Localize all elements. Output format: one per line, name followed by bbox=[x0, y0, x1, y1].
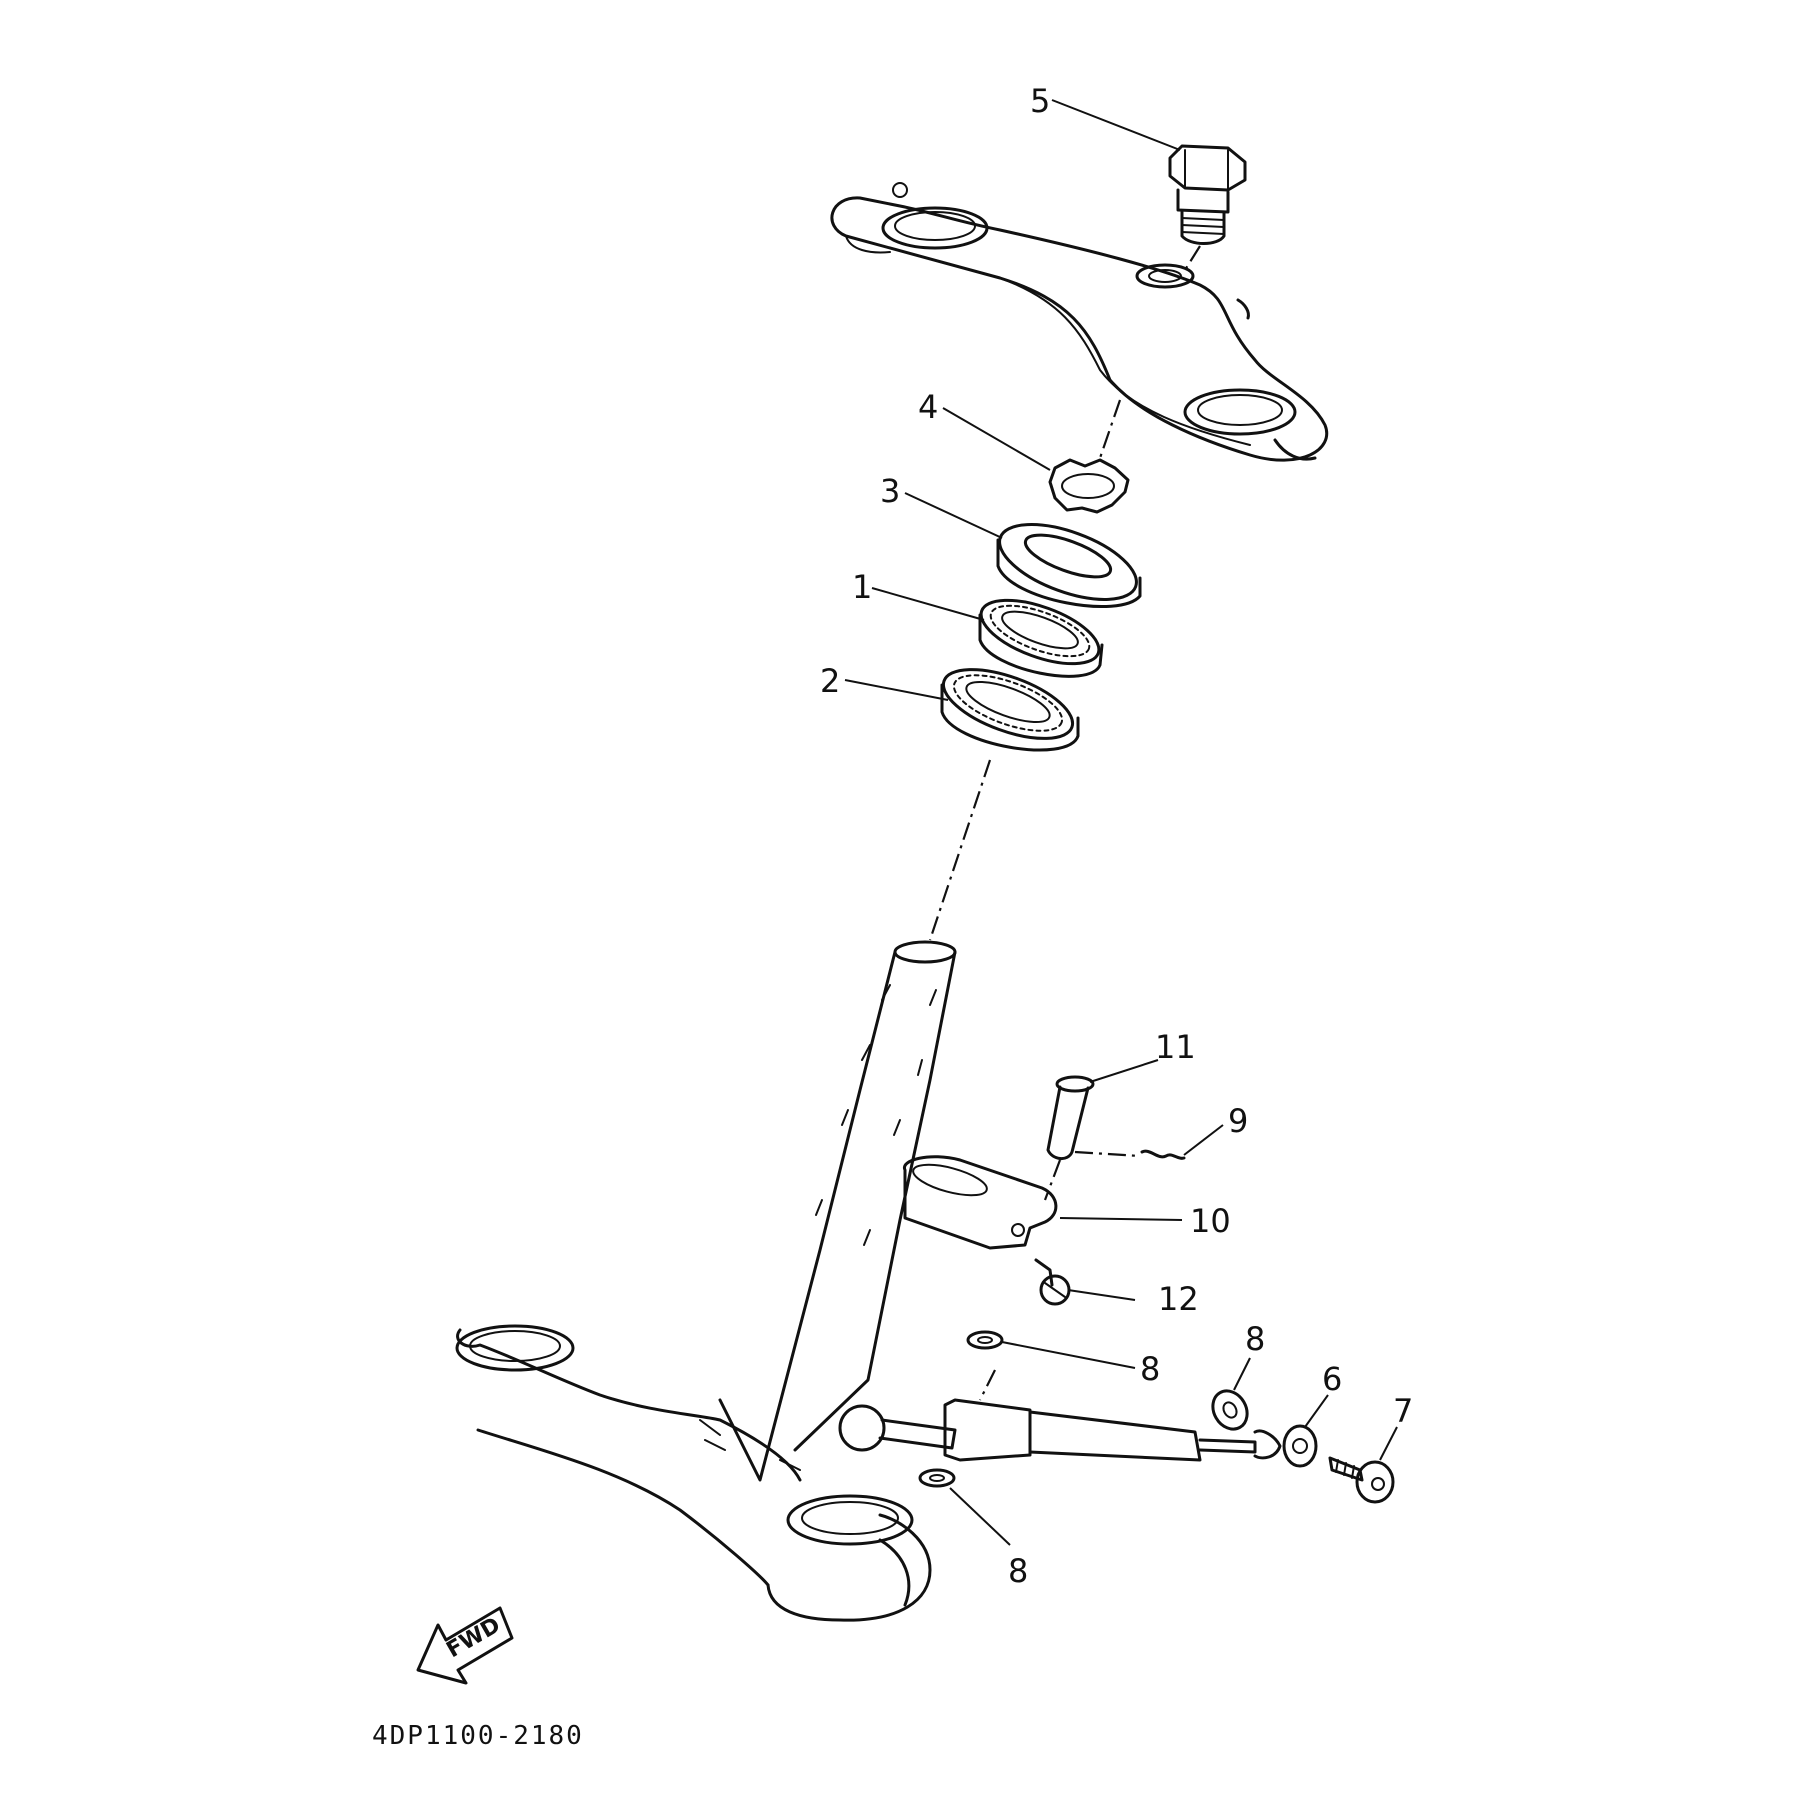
part-10-clamp bbox=[903, 1155, 1058, 1250]
part-11-pin bbox=[1043, 1075, 1095, 1201]
callout-8-upper: 8 bbox=[1140, 1350, 1160, 1388]
leader-lines bbox=[844, 99, 1398, 1546]
part-5-bolt bbox=[1168, 144, 1247, 271]
part-6-nut bbox=[1253, 1424, 1318, 1468]
fwd-label: FWD bbox=[443, 1613, 505, 1663]
part-2-bearing bbox=[928, 668, 1080, 941]
diagram-code: 4DP1100-2180 bbox=[372, 1721, 584, 1751]
part-12-screw bbox=[1034, 1258, 1071, 1306]
steering-damper bbox=[838, 1369, 1257, 1462]
callout-3: 3 bbox=[880, 472, 900, 510]
callout-7: 7 bbox=[1393, 1392, 1413, 1430]
callout-2: 2 bbox=[820, 662, 840, 700]
callout-5: 5 bbox=[1030, 82, 1050, 120]
washer-8-upper bbox=[966, 1330, 1004, 1350]
callout-10: 10 bbox=[1190, 1202, 1231, 1240]
lower-bracket bbox=[455, 1324, 932, 1622]
callout-6: 6 bbox=[1322, 1360, 1342, 1398]
part-9-clip bbox=[1074, 1149, 1186, 1160]
washer-8-lower bbox=[918, 1468, 956, 1488]
part-1-bearing bbox=[978, 598, 1104, 678]
callout-8-lower: 8 bbox=[1008, 1552, 1028, 1590]
callout-4: 4 bbox=[918, 388, 938, 426]
part-7-bolt bbox=[1328, 1456, 1395, 1504]
callout-1: 1 bbox=[852, 568, 872, 606]
callout-numbers: 5 4 3 1 2 11 9 10 12 8 8 6 7 8 bbox=[820, 82, 1413, 1590]
callout-11: 11 bbox=[1155, 1028, 1196, 1066]
upper-bracket bbox=[830, 182, 1329, 462]
callout-8-right: 8 bbox=[1245, 1320, 1265, 1358]
callout-12: 12 bbox=[1158, 1280, 1199, 1318]
callout-9: 9 bbox=[1228, 1102, 1248, 1140]
steering-stem bbox=[718, 940, 957, 1482]
fwd-arrow: FWD bbox=[416, 1606, 514, 1685]
part-4-nut bbox=[1048, 399, 1130, 514]
washer-8-right bbox=[1211, 1389, 1249, 1431]
part-3-ring bbox=[996, 523, 1142, 608]
